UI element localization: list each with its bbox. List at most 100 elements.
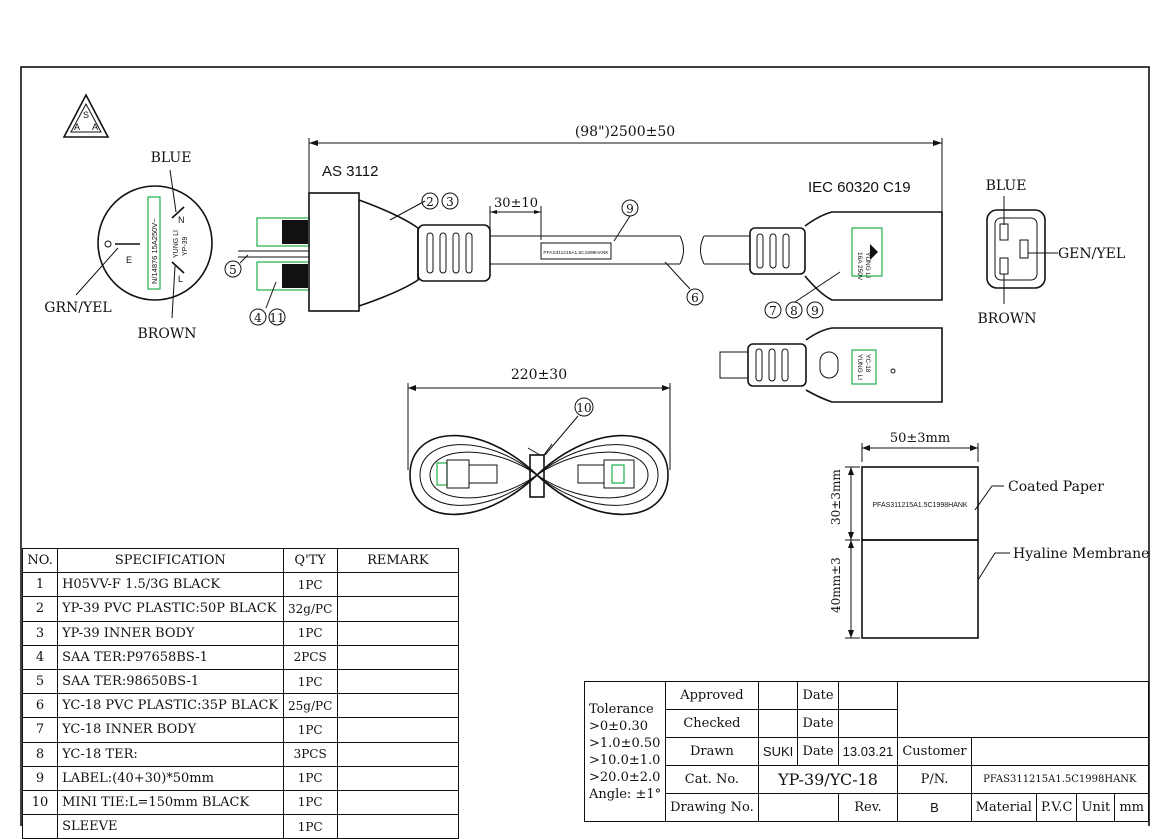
connector-top-view: YUNG LI YC-18 bbox=[719, 327, 943, 403]
strip-length-dimension: 30±10 bbox=[489, 196, 542, 240]
plug-face-rating-text: N/14876 15A250V~ bbox=[150, 218, 159, 284]
svg-text:9: 9 bbox=[626, 202, 634, 216]
svg-text:30±3mm: 30±3mm bbox=[829, 469, 843, 525]
checked-value bbox=[757, 709, 799, 738]
tolerance-title: Tolerance bbox=[589, 701, 654, 717]
checked-label: Checked bbox=[665, 709, 759, 738]
tolerance-line: >10.0±1.0 bbox=[589, 752, 661, 768]
plug-face-view: N/14876 15A250V~ YUNG LI YP-39 N L E BLU… bbox=[44, 150, 213, 342]
svg-text:6: 6 bbox=[691, 291, 699, 305]
approved-date-value bbox=[837, 681, 899, 710]
spec-header-remark: REMARK bbox=[336, 547, 460, 574]
drawn-label: Drawn bbox=[665, 737, 759, 766]
svg-text:7: 7 bbox=[769, 304, 777, 318]
tolerance-line: >0±0.30 bbox=[589, 718, 649, 734]
drawing-border bbox=[20, 66, 1150, 826]
drawingno-label: Drawing No. bbox=[665, 793, 759, 822]
approved-value bbox=[757, 681, 799, 710]
pn-value: PFAS311215A1.5C1998HANK bbox=[970, 765, 1150, 794]
unit-value: mm bbox=[1114, 793, 1149, 822]
label-detail-view: 50±3mm PFAS311215A1.5C1998HANK 30±3mm 40… bbox=[829, 431, 1149, 639]
svg-text:YUNG LI: YUNG LI bbox=[864, 252, 871, 278]
plug-pin-l-label: L bbox=[178, 274, 183, 284]
svg-text:2: 2 bbox=[426, 195, 434, 209]
date-label: Date bbox=[797, 709, 839, 738]
svg-text:YUNG LI: YUNG LI bbox=[856, 354, 863, 380]
catno-value: YP-39/YC-18 bbox=[757, 765, 899, 794]
tolerance-line: >20.0±2.0 bbox=[589, 769, 661, 785]
plug-brown-label: BROWN bbox=[138, 326, 197, 342]
customer-label: Customer bbox=[897, 737, 972, 766]
company-cell bbox=[897, 681, 1149, 738]
date-label: Date bbox=[797, 681, 839, 710]
balloon-callouts: 2 3 4 11 5 6 9 7 8 9 10 bbox=[224, 192, 841, 456]
material-label: Material bbox=[970, 793, 1037, 822]
svg-text:16A 250V: 16A 250V bbox=[856, 252, 863, 281]
svg-text:A: A bbox=[74, 122, 80, 132]
plug-blue-label: BLUE bbox=[151, 150, 192, 166]
connector-brown-label: BROWN bbox=[978, 311, 1037, 327]
spec-header-no: NO. bbox=[21, 547, 59, 574]
tolerance-line: Angle: ±1° bbox=[589, 786, 662, 802]
cable-print-text: PFAS311215A1.5C1998HANK bbox=[543, 250, 609, 256]
drawn-date-value: 13.03.21 bbox=[837, 737, 899, 766]
title-block: Tolerance >0±0.30 >1.0±0.50 >10.0±1.0 >2… bbox=[583, 681, 1150, 822]
tolerance-cell: Tolerance >0±0.30 >1.0±0.50 >10.0±1.0 >2… bbox=[583, 681, 667, 822]
connector-blue-label: BLUE bbox=[986, 178, 1027, 194]
saa-mark-icon: S A A bbox=[62, 93, 110, 138]
coil-width-text: 220±30 bbox=[511, 367, 567, 383]
svg-text:YC-18: YC-18 bbox=[864, 354, 871, 373]
plug-standard-label: AS 3112 bbox=[322, 163, 378, 180]
tolerance-line: >1.0±0.50 bbox=[589, 735, 661, 751]
plug-side-view: AS 3112 PFAS311215A1.5C1998HANK bbox=[238, 163, 750, 312]
svg-text:8: 8 bbox=[790, 304, 798, 318]
rev-label: Rev. bbox=[837, 793, 899, 822]
svg-text:30±10: 30±10 bbox=[494, 196, 538, 211]
checked-date-value bbox=[837, 709, 899, 738]
rev-value: B bbox=[897, 793, 972, 822]
saa-mark-letter-s: S bbox=[83, 110, 89, 120]
approved-label: Approved bbox=[665, 681, 759, 710]
svg-text:50±3mm: 50±3mm bbox=[890, 431, 950, 446]
drawn-value: SUKI bbox=[757, 737, 799, 766]
pn-label: P/N. bbox=[897, 765, 972, 794]
spec-header-specification: SPECIFICATION bbox=[57, 547, 284, 574]
svg-text:A: A bbox=[92, 122, 98, 132]
plug-pin-e-label: E bbox=[126, 255, 132, 265]
date-label: Date bbox=[797, 737, 839, 766]
svg-text:10: 10 bbox=[576, 401, 591, 415]
svg-text:3: 3 bbox=[446, 195, 454, 209]
svg-text:40mm±3: 40mm±3 bbox=[829, 557, 843, 613]
spec-header-row: NO. SPECIFICATION Q'TY REMARK bbox=[21, 547, 460, 574]
unit-label: Unit bbox=[1076, 793, 1116, 822]
catno-label: Cat. No. bbox=[665, 765, 759, 794]
connector-genyel-label: GEN/YEL bbox=[1058, 246, 1125, 262]
svg-text:11: 11 bbox=[269, 311, 284, 325]
plug-grnyel-label: GRN/YEL bbox=[44, 300, 111, 316]
svg-text:YP-39: YP-39 bbox=[182, 236, 189, 256]
coated-paper-label: Coated Paper bbox=[1008, 479, 1104, 495]
coiled-cord-view: 220±30 bbox=[407, 367, 671, 516]
connector-standard-label: IEC 60320 C19 bbox=[808, 179, 911, 196]
svg-text:5: 5 bbox=[229, 263, 237, 277]
svg-text:4: 4 bbox=[254, 311, 262, 325]
label-print-text: PFAS311215A1.5C1998HANK bbox=[872, 502, 968, 509]
svg-text:YUNG LI: YUNG LI bbox=[173, 230, 180, 258]
drawingno-value bbox=[757, 793, 839, 822]
plug-pin-n-label: N bbox=[178, 215, 185, 225]
customer-value bbox=[970, 737, 1150, 766]
material-value: P.V.C bbox=[1035, 793, 1078, 822]
